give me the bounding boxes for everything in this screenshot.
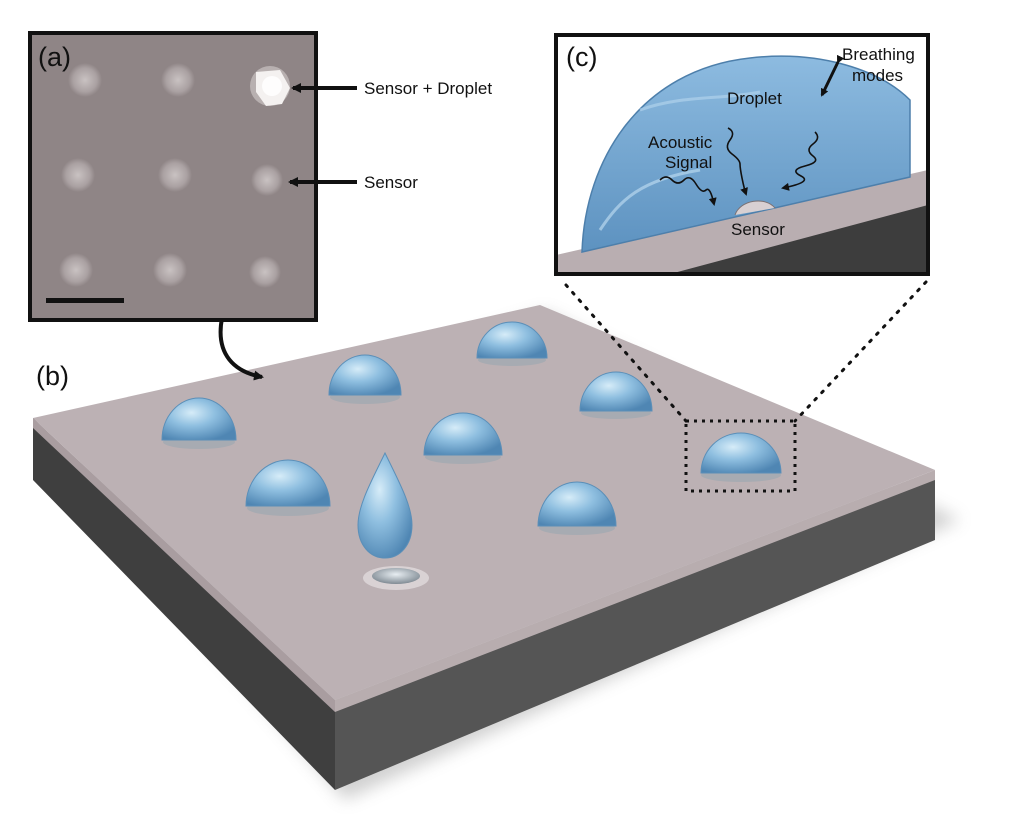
- substrate-left-face: [33, 418, 335, 790]
- acoustic-label-2: Signal: [665, 153, 712, 172]
- sensor-spot: [158, 158, 192, 192]
- droplet-label: Droplet: [727, 89, 782, 108]
- droplet: [245, 459, 331, 516]
- acoustic-wave-1: [659, 176, 717, 206]
- droplet: [579, 371, 653, 419]
- curved-arrow: [218, 317, 264, 381]
- zoom-line-left: [564, 283, 688, 423]
- droplet: [476, 321, 548, 366]
- sensor-spot: [161, 63, 195, 97]
- sensor-spot: [251, 164, 283, 196]
- substrate-right-face: [335, 475, 935, 790]
- sensor-spot: [153, 253, 187, 287]
- droplet: [423, 412, 503, 464]
- breathing-arrow: [820, 54, 845, 97]
- panel-a-micrograph: [28, 31, 318, 322]
- sensor-spot: [249, 256, 281, 288]
- zoom-box: [684, 419, 797, 493]
- panel-a-label: (a): [38, 42, 71, 72]
- breathing-label-2: modes: [852, 66, 903, 85]
- panel-b-label: (b): [36, 361, 69, 391]
- inset-sensor: [734, 200, 776, 216]
- droplet-highlighted: [700, 432, 782, 482]
- breathing-label-1: Breathing: [842, 45, 915, 64]
- sensor-pit: [363, 566, 429, 590]
- zoom-line-right: [793, 280, 928, 423]
- panel-b-droplets: [161, 321, 782, 590]
- panel-b-substrate: [33, 305, 960, 800]
- acoustic-wave-2: [726, 127, 748, 196]
- sensor-spot: [61, 158, 95, 192]
- panel-c-label: (c): [566, 42, 597, 72]
- inset-sensor-label: Sensor: [731, 220, 785, 239]
- acoustic-label-1: Acoustic: [648, 133, 713, 152]
- sensor-spot: [59, 253, 93, 287]
- falling-droplet: [357, 451, 413, 559]
- panel-c-inset: [554, 33, 930, 276]
- droplet: [328, 354, 402, 404]
- sensor-with-droplet: [250, 66, 290, 106]
- sensor-spot: [68, 63, 102, 97]
- inset-droplet: [581, 55, 911, 253]
- sensor-droplet-label: Sensor + Droplet: [364, 79, 492, 98]
- droplet: [537, 481, 617, 535]
- sensor-label: Sensor: [364, 173, 418, 192]
- scale-bar: [46, 298, 124, 303]
- droplet: [161, 397, 237, 449]
- substrate-top-face: [33, 305, 935, 700]
- acoustic-wave-3: [781, 131, 819, 191]
